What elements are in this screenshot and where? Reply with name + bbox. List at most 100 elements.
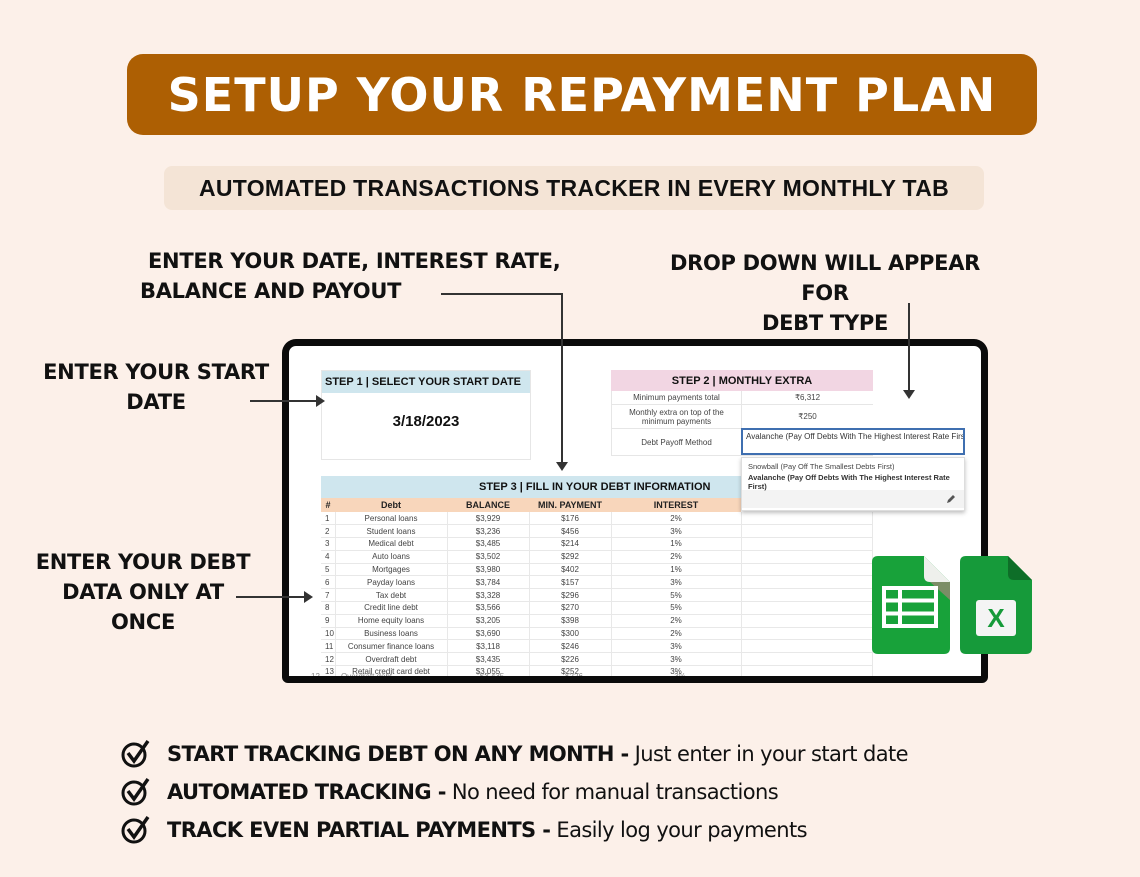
table-cell[interactable]: $292 (529, 550, 612, 564)
table-cell[interactable]: Retail credit card debt (335, 665, 448, 676)
table-cell[interactable]: 2% (611, 614, 742, 628)
table-cell-empty[interactable] (741, 575, 873, 590)
table-cell[interactable]: 7 (321, 588, 336, 603)
table-cell-empty[interactable] (741, 588, 873, 603)
arrow-dropdown-v (908, 303, 910, 391)
table-cell[interactable]: Auto loans (335, 550, 448, 564)
dropdown-option-avalanche[interactable]: Avalanche (Pay Off Debts With The Highes… (748, 473, 950, 491)
table-cell[interactable]: $456 (529, 524, 612, 539)
table-cell[interactable]: Tax debt (335, 588, 448, 603)
table-cell-empty[interactable] (741, 627, 873, 641)
step2-value[interactable]: ₹250 (798, 412, 817, 421)
table-cell[interactable]: $176 (529, 512, 612, 526)
table-cell[interactable]: 5% (611, 588, 742, 603)
table-cell[interactable]: $3,566 (447, 601, 530, 615)
table-cell[interactable]: $3,690 (447, 627, 530, 641)
table-cell[interactable]: $3,980 (447, 563, 530, 577)
table-cell[interactable]: Student loans (335, 524, 448, 539)
table-cell-empty[interactable] (741, 537, 873, 551)
ghost-cell: Overdraft debt (341, 672, 393, 681)
table-cell[interactable]: 3% (611, 639, 742, 654)
callout-start-date: ENTER YOUR START DATE (40, 357, 272, 417)
table-cell[interactable]: 2% (611, 512, 742, 526)
step2-label: Monthly extra on top of the minimum paym… (612, 405, 742, 428)
table-cell[interactable]: $226 (529, 652, 612, 667)
table-cell[interactable]: Payday loans (335, 575, 448, 590)
arrow-date-interest-v (561, 293, 563, 463)
table-cell[interactable]: 8 (321, 601, 336, 615)
table-cell[interactable]: $3,205 (447, 614, 530, 628)
table-cell[interactable]: 1% (611, 537, 742, 551)
table-cell-empty[interactable] (741, 512, 873, 526)
table-cell[interactable]: Personal loans (335, 512, 448, 526)
table-cell[interactable]: 5% (611, 601, 742, 615)
table-cell[interactable]: $214 (529, 537, 612, 551)
table-cell-empty[interactable] (741, 639, 873, 654)
table-cell[interactable]: $3,118 (447, 639, 530, 654)
table-cell[interactable]: Consumer finance loans (335, 639, 448, 654)
table-cell-empty[interactable] (741, 614, 873, 628)
table-cell[interactable]: 2% (611, 550, 742, 564)
table-cell[interactable]: 11 (321, 639, 336, 654)
step2-value[interactable]: ₹6,312 (794, 393, 821, 402)
table-cell-empty[interactable] (741, 524, 873, 539)
table-cell[interactable]: 13 (321, 665, 336, 676)
table-cell[interactable]: $3,929 (447, 512, 530, 526)
table-cell[interactable]: Credit line debt (335, 601, 448, 615)
table-cell[interactable]: 3% (611, 665, 742, 676)
table-cell[interactable]: $270 (529, 601, 612, 615)
table-cell[interactable]: 9 (321, 614, 336, 628)
table-cell-empty[interactable] (741, 550, 873, 564)
table-cell-empty[interactable] (741, 665, 873, 676)
callout-dropdown: DROP DOWN WILL APPEAR FOR DEBT TYPE (655, 248, 995, 338)
table-cell[interactable]: $3,055 (447, 665, 530, 676)
debt-payoff-method-input[interactable]: Avalanche (Pay Off Debts With The Highes… (741, 428, 965, 455)
table-cell[interactable]: $3,236 (447, 524, 530, 539)
table-cell[interactable]: $3,502 (447, 550, 530, 564)
table-cell[interactable]: 3% (611, 524, 742, 539)
callout-line: DROP DOWN WILL APPEAR FOR (669, 251, 981, 305)
callout-date-interest: ENTER YOUR DATE, INTEREST RATE, BALANCE … (140, 246, 561, 306)
table-cell[interactable]: 1% (611, 563, 742, 577)
table-cell[interactable]: $402 (529, 563, 612, 577)
table-cell-empty[interactable] (741, 563, 873, 577)
table-cell[interactable]: Mortgages (335, 563, 448, 577)
table-cell[interactable]: $246 (529, 639, 612, 654)
table-cell[interactable]: $3,328 (447, 588, 530, 603)
table-cell[interactable]: 3 (321, 537, 336, 551)
table-cell[interactable]: $3,435 (447, 652, 530, 667)
table-cell[interactable]: $300 (529, 627, 612, 641)
table-cell[interactable]: Medical debt (335, 537, 448, 551)
start-date-cell[interactable]: 3/18/2023 (392, 413, 460, 430)
dropdown-option-snowball[interactable]: Snowball (Pay Off The Smallest Debts Fir… (748, 461, 895, 471)
table-cell[interactable]: $296 (529, 588, 612, 603)
table-cell[interactable]: 3% (611, 575, 742, 590)
table-cell-empty[interactable] (741, 652, 873, 667)
table-cell[interactable]: Business loans (335, 627, 448, 641)
table-cell[interactable]: $398 (529, 614, 612, 628)
table-cell[interactable]: 6 (321, 575, 336, 590)
table-cell[interactable]: 5 (321, 563, 336, 577)
table-cell[interactable]: 4 (321, 550, 336, 564)
table-cell[interactable]: $3,485 (447, 537, 530, 551)
table-cell[interactable]: $252 (529, 665, 612, 676)
table-cell[interactable]: $3,784 (447, 575, 530, 590)
table-cell[interactable]: $157 (529, 575, 612, 590)
step3-panel: STEP 3 | FILL IN YOUR DEBT INFORMATION #… (321, 476, 873, 676)
table-cell[interactable]: 12 (321, 652, 336, 667)
step1-panel: STEP 1 | SELECT YOUR START DATE 3/18/202… (321, 370, 531, 460)
table-cell[interactable]: 2% (611, 627, 742, 641)
pencil-icon[interactable] (946, 494, 956, 504)
table-cell[interactable]: Overdraft debt (335, 652, 448, 667)
table-cell[interactable]: 3% (611, 652, 742, 667)
table-cell[interactable]: Home equity loans (335, 614, 448, 628)
table-cell[interactable]: 10 (321, 627, 336, 641)
table-cell[interactable]: 2 (321, 524, 336, 539)
benefit-title: AUTOMATED TRACKING - (167, 780, 446, 804)
col-header: # (321, 498, 335, 512)
table-cell-empty[interactable] (741, 601, 873, 615)
table-cell[interactable]: 1 (321, 512, 336, 526)
